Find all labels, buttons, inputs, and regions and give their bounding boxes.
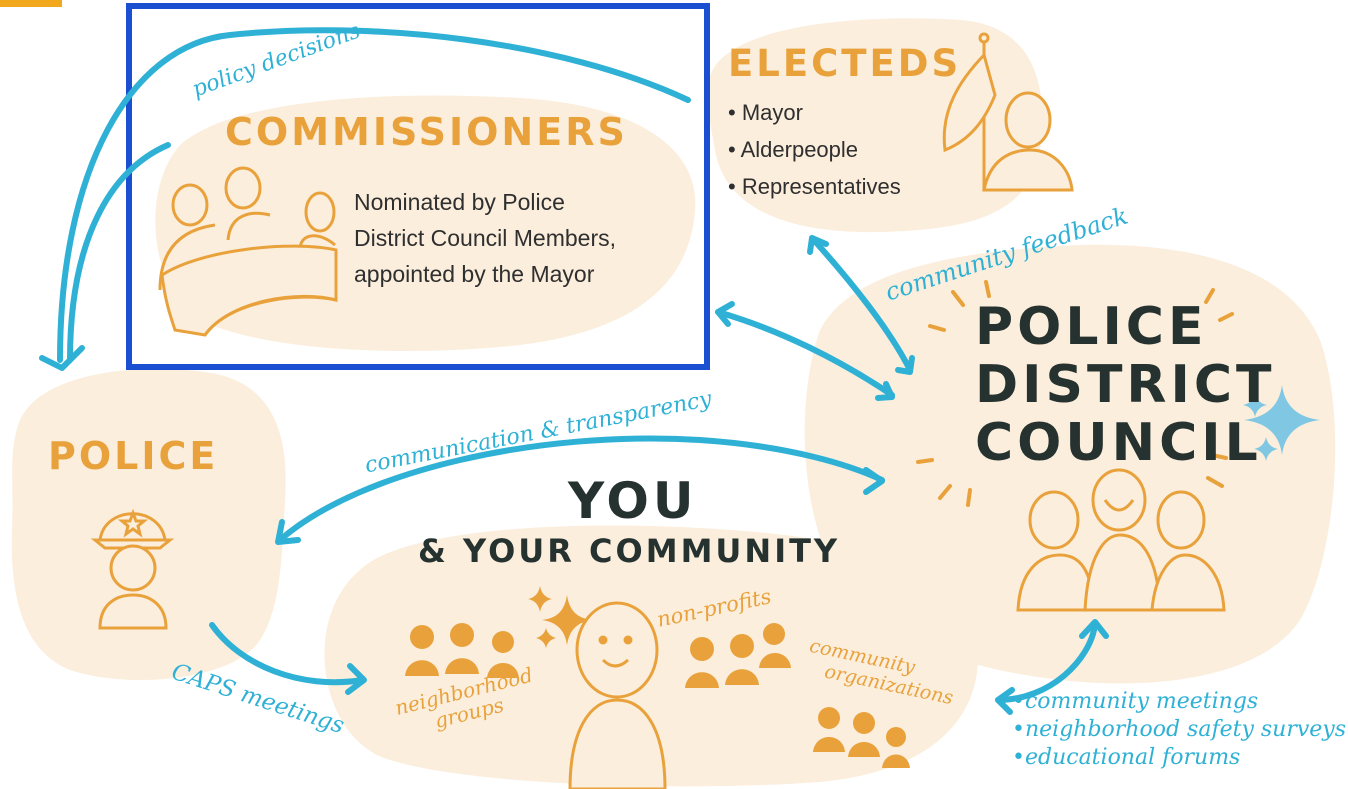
council-title-line-1: POLICE (975, 297, 1208, 357)
you-title: YOU (568, 472, 698, 530)
council-members-illustration (1016, 468, 1226, 612)
police-title: POLICE (48, 434, 219, 478)
channel-educational-forums: •educational forums (1012, 745, 1241, 770)
you-figure (568, 601, 667, 789)
neighborhood-group-icons (405, 623, 519, 678)
policy-decisions-arrow (57, 27, 691, 363)
council-title-line-3: COUNCIL (975, 413, 1262, 473)
electeds-item-alderpeople: • Alderpeople (728, 137, 859, 162)
electeds-blob (707, 18, 1043, 233)
caps-arrow (209, 622, 365, 686)
commissioners-title: COMMISSIONERS (225, 110, 628, 154)
channels-arrowhead-up-icon (1079, 619, 1109, 639)
communication-arrow (277, 435, 885, 543)
channels-list: •community meetings •neighborhood safety… (1012, 688, 1346, 772)
community-arrowhead-icon (345, 663, 367, 695)
commissioners-highlight-box (126, 3, 710, 370)
electeds-item-representatives: • Representatives (728, 174, 901, 199)
electeds-arrowhead-icon (807, 235, 829, 255)
policy-arrowhead-icon (39, 345, 85, 371)
electeds-illustration (942, 32, 1074, 192)
council-rays (916, 280, 1234, 507)
channels-arrow (995, 622, 1098, 703)
council-sparkles (1243, 385, 1320, 461)
commissioners-line-2: District Council Members, (354, 225, 616, 251)
commissioners-illustration (158, 166, 338, 337)
channel-community-meetings: •community meetings (1012, 689, 1259, 714)
commissioners-to-police-arrow (67, 142, 171, 363)
channels-arrowhead-left-icon (995, 687, 1015, 715)
police-arrowhead-icon (275, 519, 301, 545)
council-arrowhead-top-icon (895, 355, 915, 375)
council-title: POLICE DISTRICT COUNCIL (975, 297, 1276, 473)
council-title-line-2: DISTRICT (975, 355, 1276, 415)
electeds-title: ELECTEDS (728, 42, 962, 85)
commissioners-arrowhead-icon (715, 301, 735, 327)
commissioners-line-3: appointed by the Mayor (354, 261, 595, 287)
electeds-council-arrow (809, 235, 913, 373)
electeds-item-mayor: • Mayor (728, 100, 803, 125)
community-org-icons (813, 707, 910, 768)
community-subtitle: & YOUR COMMUNITY (418, 532, 841, 570)
police-officer-illustration (90, 508, 175, 630)
commissioners-description: Nominated by Police District Council Mem… (354, 184, 616, 292)
corner-tab (0, 0, 62, 7)
nonprofit-icons (685, 623, 791, 688)
council-arrowhead-low-icon (863, 467, 885, 495)
electeds-list: • Mayor • Alderpeople • Representatives (728, 94, 901, 205)
commissioners-council-arrow (715, 309, 895, 398)
community-sparkles (528, 586, 592, 648)
council-arrowhead-mid-icon (875, 381, 895, 401)
channel-safety-surveys: •neighborhood safety surveys (1012, 717, 1347, 742)
commissioners-line-1: Nominated by Police (354, 189, 565, 215)
